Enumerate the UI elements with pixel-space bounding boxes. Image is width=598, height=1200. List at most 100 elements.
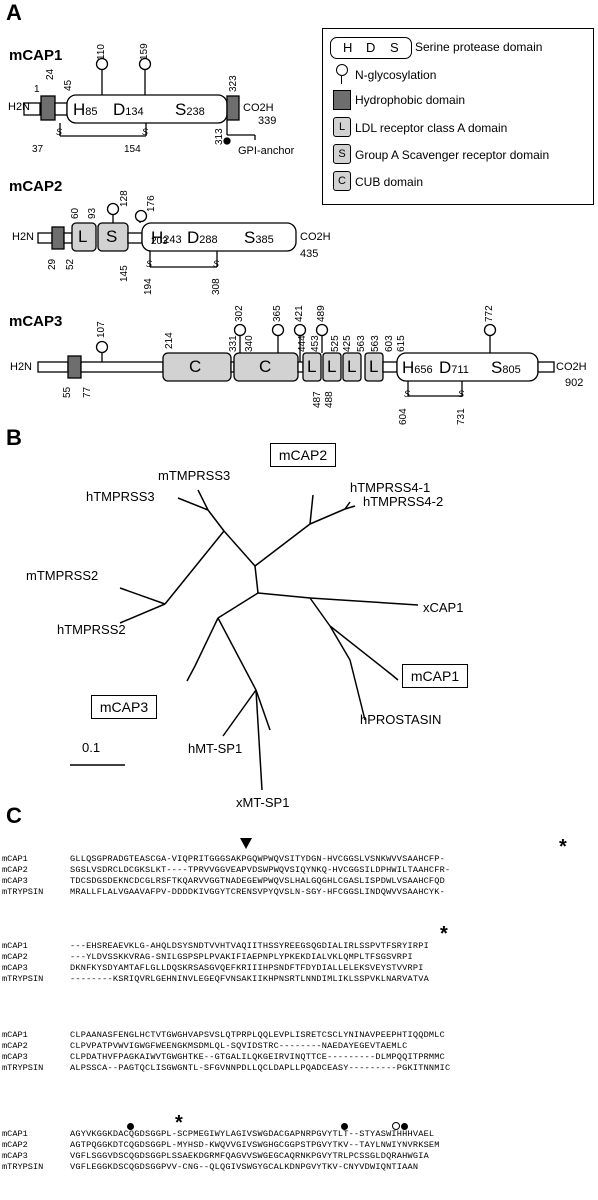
tree-mtmprss2: mTMPRSS2	[26, 568, 99, 583]
mcap2-cterm: CO2H	[300, 231, 331, 243]
mcap3-s-pos: 805	[502, 364, 521, 376]
mcap2-s1: S	[146, 259, 153, 269]
mcap2-diagram	[37, 202, 297, 268]
mcap2-num-203: 203	[151, 236, 168, 247]
mcap2-h: H243	[151, 228, 182, 248]
mcap1-gpi: GPI-anchor	[238, 145, 295, 157]
alignment-seq-name: mTRYPSIN	[2, 887, 44, 897]
alignment-sequence: ---EHSREAEVKLG-AHQLDSYSNDTVVHTVAQIITHSSY…	[70, 941, 429, 951]
legend-ldl-label: LDL receptor class A domain	[355, 121, 508, 135]
mcap1-num-339: 339	[258, 115, 277, 127]
legend-cub-label: CUB domain	[355, 175, 424, 189]
tree-mcap3-box: mCAP3	[91, 695, 157, 719]
alignment-seq-name: mCAP3	[2, 876, 28, 886]
panel-b-letter: B	[6, 425, 22, 450]
legend-d-letter: D	[366, 40, 376, 55]
mcap1-nterm: H2N	[8, 101, 31, 113]
alignment-sequence: GLLQSGPRADGTEASCGA-VIQPRITGGGSAKPGQWPWQV…	[70, 854, 445, 864]
panel-a-letter: A	[6, 0, 22, 25]
alignment-sequence: DKNFKYSDYAMTAFLGLLDQSKRSASGVQEFKRIIIHPSN…	[70, 963, 424, 973]
legend-h-letter: H	[343, 40, 353, 55]
alignment-sequence: VGFLEGGKDSCQGDSGGPVV-CNG--QLQGIVSWGYGCAL…	[70, 1162, 419, 1172]
alignment-sequence: SGSLVSDRCLDCGKSLKT----TPRVVGGVEAPVDSWPWQ…	[70, 865, 451, 875]
mcap3-l1: L	[307, 357, 317, 376]
alignment-seq-name: mCAP2	[2, 1140, 28, 1150]
tree-htmprss2: hTMPRSS2	[57, 622, 126, 637]
tree-htmprss4-2: hTMPRSS4-2	[363, 494, 444, 509]
mcap1-s: S238	[175, 100, 205, 120]
alignment-sequence: ---YLDVSSKKVRAG-SNILGSPSPLPVAKIFIAEPNPLY…	[70, 952, 413, 962]
mcap2-s-letter: S	[244, 228, 256, 247]
mcap2-nterm: H2N	[12, 231, 35, 243]
nglyc-stem	[341, 76, 343, 84]
mcap3-l2: L	[327, 357, 337, 376]
alignment-seq-name: mCAP1	[2, 941, 28, 951]
alignment-seq-name: mCAP2	[2, 1041, 28, 1051]
tree-scale-label: 0.1	[82, 740, 101, 755]
mcap1-d-letter: D	[113, 100, 126, 119]
mcap3-num-902: 902	[565, 377, 584, 389]
mcap3-s2: S	[458, 389, 465, 399]
mcap2-h-letter: H	[151, 228, 164, 247]
legend-hydrophobic-swatch	[333, 90, 351, 110]
mcap3-title: mCAP3	[9, 313, 63, 330]
mcap2-d: D288	[187, 228, 218, 248]
mcap2-s2: S	[213, 259, 220, 269]
mcap1-s-pos: 238	[186, 106, 205, 118]
mcap1-diagram	[23, 57, 256, 145]
mcap2-s-pos: 385	[255, 234, 274, 246]
mcap1-d-pos: 134	[125, 106, 144, 118]
mcap1-s2: S	[142, 127, 149, 137]
mcap2-num-435: 435	[300, 248, 319, 260]
tree-mcap1-box: mCAP1	[402, 664, 468, 688]
mcap3-diagram	[37, 323, 555, 397]
tree-htmprss3: hTMPRSS3	[86, 489, 155, 504]
mcap3-nterm: H2N	[10, 361, 33, 373]
mcap3-d-pos: 711	[451, 364, 469, 376]
mcap3-d: D711	[439, 358, 469, 378]
mcap1-h: H85	[73, 100, 98, 120]
legend-protease-label: Serine protease domain	[415, 40, 543, 54]
mcap3-cterm: CO2H	[556, 361, 587, 373]
mcap1-h-pos: 85	[85, 106, 98, 118]
legend-cub-swatch: C	[333, 171, 351, 191]
mcap3-h-letter: H	[402, 358, 415, 377]
alignment-seq-name: mTRYPSIN	[2, 1162, 44, 1172]
legend-scav-swatch: S	[333, 144, 351, 164]
panel-c-letter: C	[6, 803, 22, 828]
mcap1-num-154: 154	[124, 144, 141, 155]
mcap1-s-letter: S	[175, 100, 187, 119]
active-site-star-1: *	[559, 836, 567, 858]
open-dot-marker	[392, 1122, 400, 1130]
mcap2-title: mCAP2	[9, 178, 63, 195]
mcap3-c2: C	[259, 357, 272, 376]
legend-scav-label: Group A Scavenger receptor domain	[355, 148, 550, 162]
alignment-seq-name: mCAP3	[2, 1052, 28, 1062]
dot-marker-2	[341, 1123, 348, 1130]
alignment-sequence: MRALLFLALVGAAVAFPV-DDDDKIVGGYTCRENSVPYQV…	[70, 887, 445, 897]
mcap3-h-pos: 656	[414, 364, 433, 376]
alignment-seq-name: mTRYPSIN	[2, 974, 44, 984]
mcap3-s1: S	[404, 389, 411, 399]
domain-diagrams	[23, 57, 555, 397]
mcap1-cterm: CO2H	[243, 102, 274, 114]
alignment-sequence: CLPDATHVFPAGKAIWVTGWGHTKE--GTGALILQKGEIR…	[70, 1052, 445, 1062]
phylogenetic-tree	[70, 489, 419, 791]
alignment-sequence: CLPAANASFENGLHCTVTGWGHVAPSVSLQTPRPLQQLEV…	[70, 1030, 445, 1040]
tree-hmt-sp1: hMT-SP1	[188, 741, 243, 756]
alignment-seq-name: mCAP1	[2, 1030, 28, 1040]
alignment-sequence: AGTPQGGKDTCQGDSGGPL-MYHSD-KWQVVGIVSWGHGC…	[70, 1140, 440, 1150]
tree-mtmprss3: mTMPRSS3	[158, 468, 231, 483]
mcap3-l3: L	[347, 357, 357, 376]
mcap3-l4: L	[369, 357, 379, 376]
alignment-sequence: VGFLSGGVDSCQGDSGGPLSSAEKDGRMFQAGVVSWGEGC…	[70, 1151, 429, 1161]
legend-ldl-swatch: L	[333, 117, 351, 137]
active-site-star-2: *	[440, 923, 448, 945]
alignment-seq-name: mCAP3	[2, 963, 28, 973]
alignment-seq-name: mCAP1	[2, 1129, 28, 1139]
mcap1-title: mCAP1	[9, 47, 63, 64]
mcap2-sdom: S	[106, 227, 118, 246]
mcap2-h-pos: 243	[163, 234, 182, 246]
alignment-seq-name: mTRYPSIN	[2, 1063, 44, 1073]
